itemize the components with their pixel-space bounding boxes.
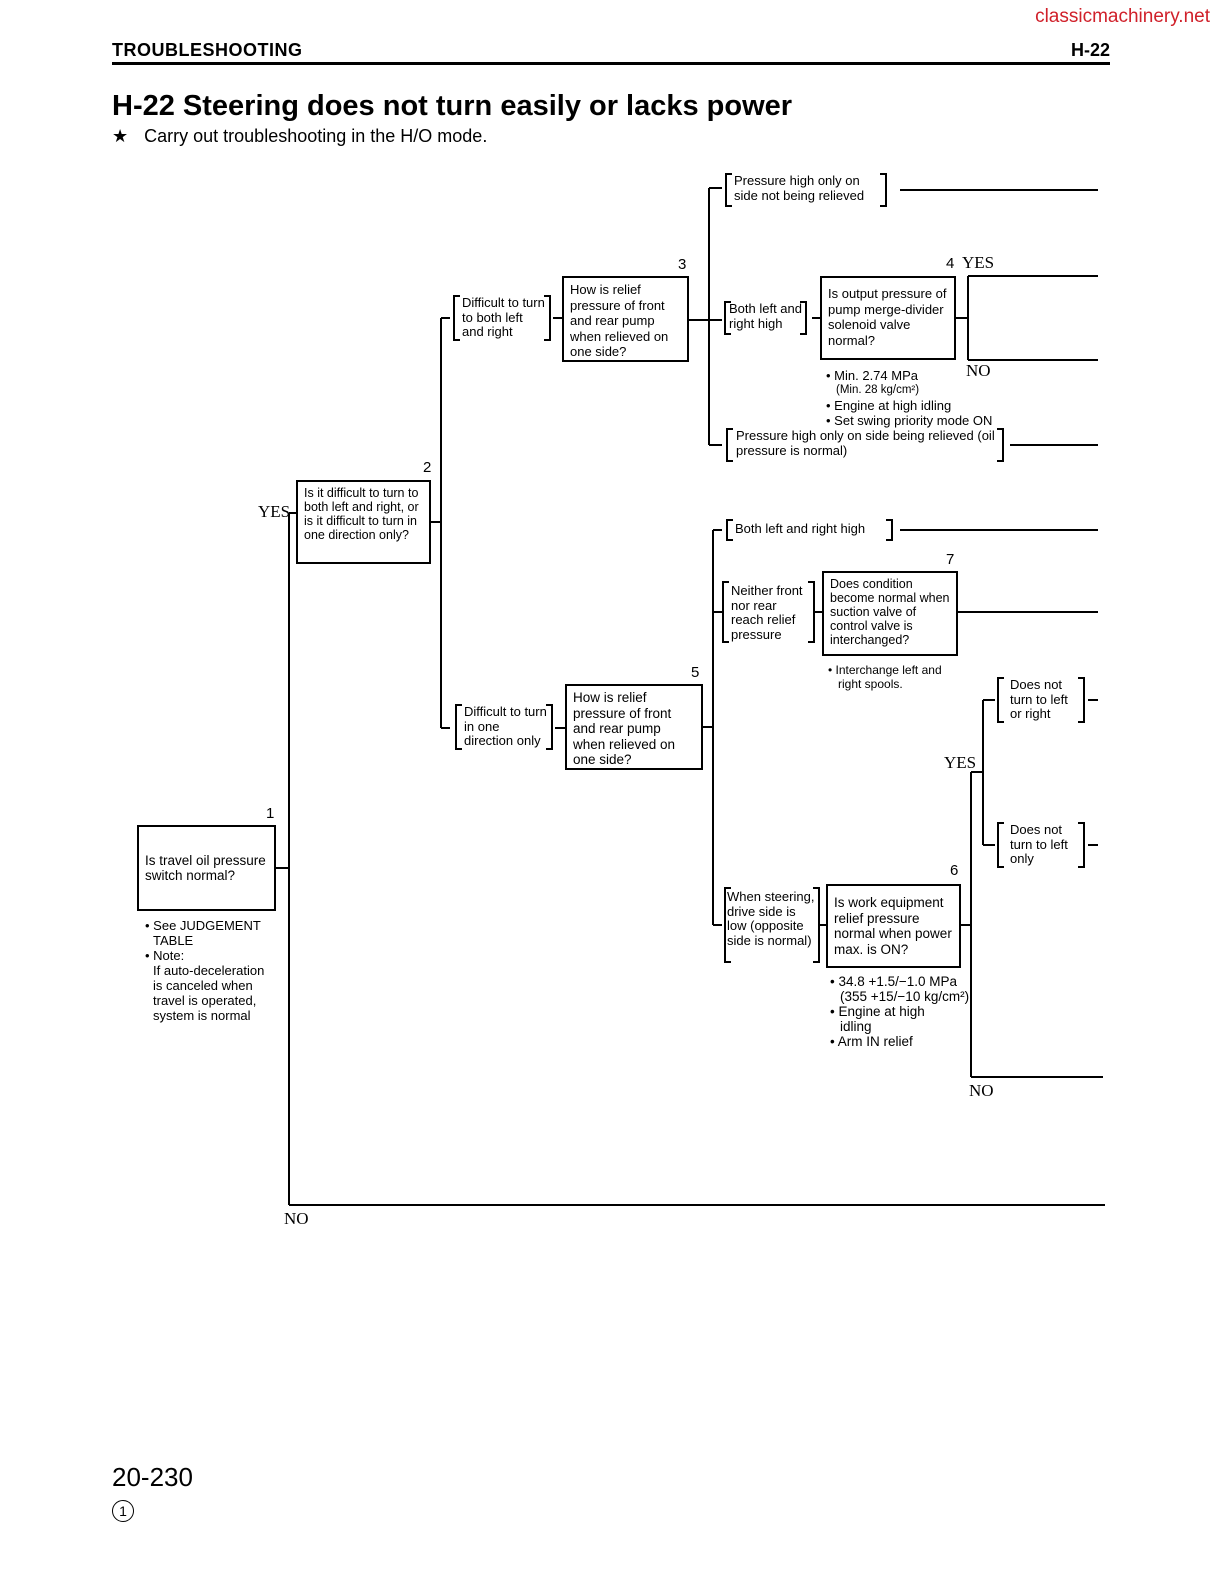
cond-difficult-one: Difficult to turn in one direction only	[464, 704, 547, 748]
subtitle-text: Carry out troubleshooting in the H/O mod…	[144, 126, 488, 146]
step-7-box: Does condition become normal when suctio…	[822, 571, 958, 656]
step-5-box: How is relief pressure of front and rear…	[565, 684, 703, 770]
cond-not-left-right: Does not turn to left or right	[1010, 677, 1068, 721]
header-code: H-22	[1070, 40, 1110, 60]
cond-both-high-5: Both left and right high	[735, 521, 866, 536]
subtitle: ★ Carry out troubleshooting in the H/O mo…	[112, 126, 487, 147]
header-rule	[112, 62, 1110, 65]
step-1-note: • See JUDGEMENT TABLE • Note: If auto-de…	[145, 918, 265, 1023]
step-1-no: NO	[284, 1209, 309, 1228]
step-6-yes: YES	[944, 753, 977, 772]
page-number: 20-230	[112, 1462, 193, 1492]
cond-not-left-only: Does not turn to left only	[1010, 822, 1068, 866]
cond-both-high-3: Both left and right high	[729, 301, 802, 331]
cond-high-not-relieved: Pressure high only on side not being rel…	[734, 173, 865, 203]
step-number-6: 6	[950, 862, 959, 879]
step-1-box: Is travel oil pressure switch normal?	[137, 825, 276, 911]
condition-brackets	[453, 173, 1085, 963]
step-number-3: 3	[678, 256, 687, 273]
step-1-yes: YES	[258, 502, 291, 521]
step-number-4: 4	[946, 255, 955, 272]
cond-difficult-both: Difficult to turn to both left and right	[462, 295, 545, 339]
watermark: classicmachinery.net	[1035, 6, 1210, 27]
cond-neither: Neither front nor rear reach relief pres…	[731, 583, 803, 642]
step-6-no: NO	[969, 1081, 994, 1100]
cond-high-relieved: Pressure high only on side being relieve…	[736, 428, 995, 458]
step-7-note: • Interchange left and right spools.	[828, 663, 942, 691]
step-6-note: • 34.8 +1.5/−1.0 MPa (355 +15/−10 kg/cm²…	[830, 974, 970, 1049]
step-number-1: 1	[266, 805, 275, 822]
step-number-7: 7	[946, 551, 955, 568]
revision-mark: 1	[112, 1500, 134, 1522]
step-4-note: • Min. 2.74 MPa (Min. 28 kg/cm²) • Engin…	[826, 368, 993, 428]
step-6-box: Is work equipment relief pressure normal…	[826, 884, 961, 968]
step-number-5: 5	[691, 664, 700, 681]
star-icon: ★	[112, 126, 129, 146]
step-4-box: Is output pressure of pump merge-divider…	[820, 276, 956, 360]
step-4-no: NO	[966, 361, 991, 380]
step-2-box: Is it difficult to turn to both left and…	[296, 480, 431, 564]
header-section: TROUBLESHOOTING	[112, 40, 303, 60]
page-title: H-22 Steering does not turn easily or la…	[112, 90, 793, 122]
step-number-2: 2	[423, 459, 432, 476]
step-4-yes: YES	[962, 253, 995, 272]
step-3-box: How is relief pressure of front and rear…	[562, 276, 689, 362]
cond-drive-low: When steering, drive side is low (opposi…	[727, 889, 815, 948]
